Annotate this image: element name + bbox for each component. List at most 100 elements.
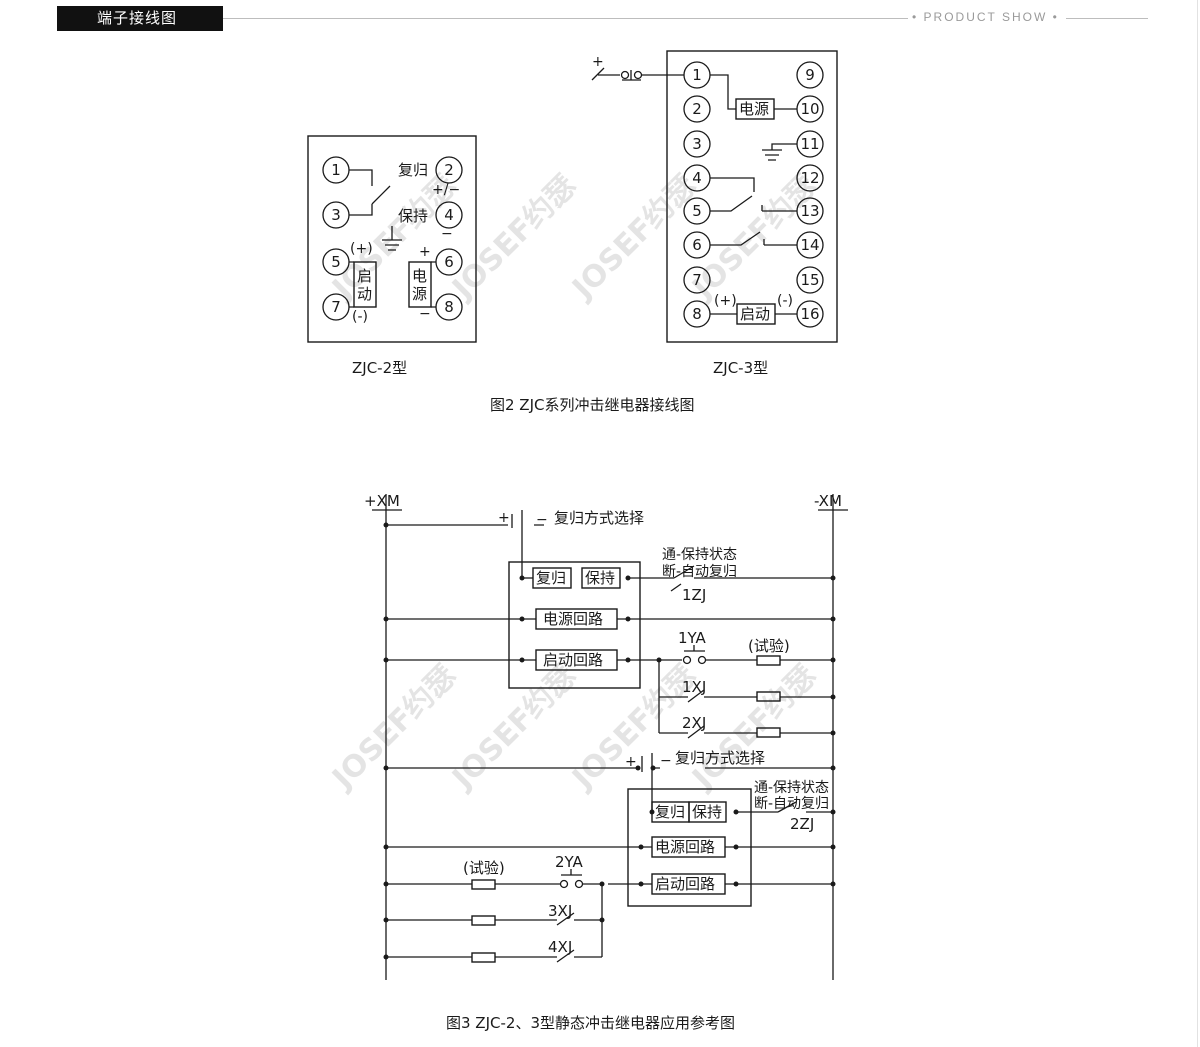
svg-text:JOSEF约瑟: JOSEF约瑟 [444,168,583,307]
svg-text:15: 15 [800,271,819,289]
zjc2-terminal: 6 [435,248,463,276]
svg-text:8: 8 [692,305,702,323]
zjc3-terminal: 14 [796,231,824,259]
svg-text:1XJ: 1XJ [682,678,706,696]
svg-text:6: 6 [444,253,454,271]
zjc3-power-label: 电源 [739,100,769,118]
zjc3-terminal: 8 [683,300,711,328]
figure2-caption: 图2 ZJC系列冲击继电器接线图 [490,396,695,414]
svg-text:断-自动复归: 断-自动复归 [662,563,737,580]
zjc3-model-label: ZJC-3型 [713,359,768,377]
svg-text:电源回路: 电源回路 [543,610,603,628]
zjc2-terminal: 4 [435,201,463,229]
svg-text:4: 4 [692,169,702,187]
section-title: 端子接线图 [57,6,223,31]
zjc2-start-plus: (+) [350,241,373,257]
svg-text:3XJ: 3XJ [548,902,572,920]
zjc3-terminal: 16 [796,300,824,328]
header-rule [223,18,908,19]
reset-mode-select-1: 复归方式选择 [554,509,644,527]
svg-text:16: 16 [800,305,819,323]
svg-text:9: 9 [805,66,815,84]
zjc2-reset-label: 复归 [398,161,428,179]
svg-text:4XJ: 4XJ [548,938,572,956]
svg-text:JOSEF约瑟: JOSEF约瑟 [444,658,583,797]
svg-text:电源回路: 电源回路 [655,838,715,856]
zjc3-terminal: 15 [796,266,824,294]
svg-text:(试验): (试验) [748,637,790,655]
svg-text:复归: 复归 [536,569,566,587]
zjc3-start-plus: (+) [714,293,737,309]
zjc3-terminal: 13 [796,197,824,225]
svg-text:3: 3 [692,135,702,153]
zjc3-start-label: 启动 [740,305,770,323]
svg-text:动: 动 [357,285,372,303]
svg-text:保持: 保持 [692,803,722,821]
relay-2zj-label: 2ZJ [790,815,814,833]
svg-text:复归: 复归 [655,803,685,821]
zjc3-terminal: 1 [683,61,711,89]
svg-text:3: 3 [331,206,341,224]
svg-text:1: 1 [692,66,702,84]
product-show-label: • PRODUCT SHOW • [912,10,1059,24]
pushbutton-1ya [684,645,705,652]
relay-1zj-label: 1ZJ [682,586,706,604]
zjc3-terminal: 5 [683,197,711,225]
bus-plus [372,494,402,980]
svg-text:2: 2 [692,100,702,118]
svg-text:2YA: 2YA [555,853,584,871]
zjc3-terminal: 12 [796,164,824,192]
bus-plus-label: +XM [364,492,400,510]
application-diagram: +XM -XM + − 复归方式选择 复归 保持 通-保持状态 断-自动复归 1… [364,492,848,980]
zjc2-terminal: 8 [435,293,463,321]
reset-mode-select-2: 复归方式选择 [675,749,765,767]
svg-text:通-保持状态: 通-保持状态 [754,780,829,796]
svg-text:+: + [498,510,510,526]
svg-text:10: 10 [800,100,819,118]
svg-text:−: − [536,512,548,528]
watermarks: JOSEF约瑟 JOSEF约瑟 JOSEF约瑟 JOSEF约瑟 JOSEF约瑟 … [324,168,823,797]
zjc2-terminal: 1 [322,156,350,184]
zjc3-terminal: 9 [796,61,824,89]
bus-minus [818,494,848,980]
zjc2-diagram: 1 2 3 4 5 6 7 8 复归 +/− 保持 − (+) 启 动 (-) … [307,135,477,377]
zjc3-housing [666,50,838,343]
bus-minus-label: -XM [814,492,842,510]
svg-text:保持: 保持 [585,569,615,587]
svg-text:1YA: 1YA [678,629,707,647]
zjc2-model-label: ZJC-2型 [352,359,407,377]
zjc2-housing [307,135,477,343]
svg-text:电: 电 [412,267,427,285]
svg-text:启动回路: 启动回路 [655,875,715,893]
svg-text:+: + [625,754,637,770]
zjc3-terminal: 2 [683,95,711,123]
zjc3-terminal: 6 [683,231,711,259]
reset-pushbutton [622,70,684,81]
zjc2-pm-label: +/− [432,182,460,198]
svg-text:通-保持状态: 通-保持状态 [662,547,737,563]
svg-text:2: 2 [444,161,454,179]
zjc3-terminal: 11 [796,130,824,158]
zjc2-terminal: 2 [435,156,463,184]
page-edge-rule [1197,0,1198,1047]
pushbutton-2ya [561,869,602,885]
relay-box-1 [508,561,641,689]
svg-text:6: 6 [692,236,702,254]
zjc2-minus-label: − [441,226,453,242]
zjc2-terminal: 7 [322,293,350,321]
svg-text:(试验): (试验) [463,859,505,877]
svg-text:12: 12 [800,169,819,187]
svg-text:7: 7 [692,271,702,289]
svg-text:5: 5 [331,253,341,271]
svg-text:8: 8 [444,298,454,316]
zjc2-start-minus: (-) [352,309,368,325]
svg-text:启动回路: 启动回路 [543,651,603,669]
zjc3-terminal: 7 [683,266,711,294]
svg-text:−: − [660,753,672,769]
svg-text:5: 5 [692,202,702,220]
zjc3-terminal: 10 [796,95,824,123]
figure3-caption: 图3 ZJC-2、3型静态冲击继电器应用参考图 [446,1014,735,1032]
svg-text:11: 11 [800,135,819,153]
svg-text:2XJ: 2XJ [682,714,706,732]
